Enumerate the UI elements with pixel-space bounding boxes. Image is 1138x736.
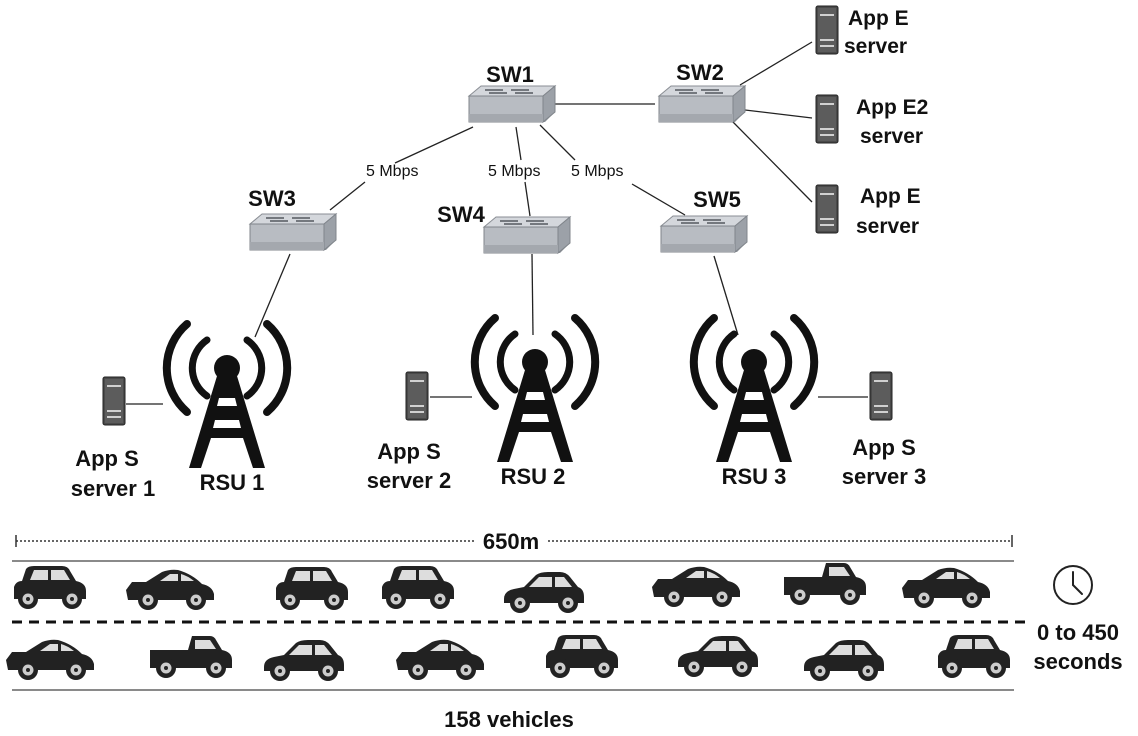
network-switch-icon xyxy=(468,85,556,123)
switch-label: SW2 xyxy=(676,60,724,85)
link-sw1-sw4-upper xyxy=(515,126,522,161)
server-label-line2: server xyxy=(856,215,919,238)
road xyxy=(12,560,1030,691)
server-label-line1: App S xyxy=(852,435,916,460)
car-icon xyxy=(652,566,740,607)
link-sw1-sw3-upper xyxy=(394,126,474,164)
vehicles-lower-lane xyxy=(6,635,1010,681)
rsu-3: RSU 3 xyxy=(694,318,814,489)
switch-sw5: SW5 xyxy=(660,187,748,253)
radio-tower-icon xyxy=(167,324,287,468)
server-icon xyxy=(405,371,429,421)
link-sw2-app-e-3 xyxy=(732,121,813,203)
server-label-line1: App E xyxy=(860,185,921,208)
car-icon xyxy=(938,635,1010,678)
time-range-line2: seconds xyxy=(1033,649,1122,674)
car-icon xyxy=(784,563,866,605)
bandwidth-label-sw1-sw5: 5 Mbps xyxy=(571,163,623,180)
car-icon xyxy=(902,567,990,608)
road-length-label: 650m xyxy=(483,529,539,554)
edge-server-app-e-1: App E server xyxy=(815,5,909,58)
switch-sw3: SW3 xyxy=(248,186,337,251)
car-icon xyxy=(678,636,758,677)
link-sw4-rsu2 xyxy=(531,253,534,336)
bandwidth-label-sw1-sw4: 5 Mbps xyxy=(488,163,540,180)
server-label-line2: server 3 xyxy=(842,464,926,489)
link-sw1-sw3-lower xyxy=(329,181,366,211)
rsu-label: RSU 2 xyxy=(501,464,566,489)
local-server-app-s-1: App S server 1 xyxy=(71,376,155,501)
rsu-label: RSU 1 xyxy=(200,470,265,495)
link-sw1-sw5-lower xyxy=(631,183,686,216)
switch-sw1: SW1 xyxy=(468,62,556,123)
car-icon xyxy=(150,636,232,678)
server-label-line2: server xyxy=(844,35,907,58)
network-switch-icon xyxy=(249,213,337,251)
server-icon xyxy=(869,371,893,421)
server-icon xyxy=(815,94,839,144)
switch-sw4: SW4 xyxy=(437,202,571,254)
bandwidth-label-sw1-sw3: 5 Mbps xyxy=(366,163,418,180)
switch-label: SW1 xyxy=(486,62,534,87)
link-sw3-rsu1 xyxy=(254,253,291,338)
server-icon xyxy=(815,184,839,234)
link-sw2-app-e2 xyxy=(744,109,813,119)
car-icon xyxy=(396,639,484,680)
server-icon xyxy=(102,376,126,426)
server-label-line2: server 1 xyxy=(71,476,155,501)
car-icon xyxy=(14,566,86,609)
link-sw1-sw4-lower xyxy=(524,181,531,217)
car-icon xyxy=(6,639,94,680)
rsu-2: RSU 2 xyxy=(475,318,595,489)
car-icon xyxy=(546,635,618,678)
server-icon xyxy=(815,5,839,55)
local-server-app-s-2: App S server 2 xyxy=(367,371,451,493)
car-icon xyxy=(504,572,584,613)
car-icon xyxy=(126,569,214,610)
car-icon xyxy=(264,640,344,681)
network-switch-icon xyxy=(660,215,748,253)
local-server-app-s-3: App S server 3 xyxy=(842,371,926,489)
switch-label: SW4 xyxy=(437,202,485,227)
edge-server-app-e-3: App E server xyxy=(815,184,921,238)
server-label-line2: server 2 xyxy=(367,468,451,493)
edge-server-app-e2: App E2 server xyxy=(815,94,928,148)
rsu-1: RSU 1 xyxy=(167,324,287,495)
time-range-line1: 0 to 450 xyxy=(1037,620,1119,645)
car-icon xyxy=(382,566,454,609)
link-sw1-sw5-upper xyxy=(539,124,576,161)
link-sw2-app-e-1 xyxy=(739,41,813,86)
network-links xyxy=(126,41,868,405)
switch-sw2: SW2 xyxy=(658,60,746,123)
server-label-line1: App S xyxy=(75,446,139,471)
server-label-line1: App S xyxy=(377,439,441,464)
radio-tower-icon xyxy=(694,318,814,462)
server-label-line2: server xyxy=(860,125,923,148)
car-icon xyxy=(804,640,884,681)
link-sw5-rsu3 xyxy=(713,255,739,336)
network-switch-icon xyxy=(658,85,746,123)
clock-icon xyxy=(1053,565,1093,605)
switch-label: SW5 xyxy=(693,187,741,212)
server-label-line1: App E2 xyxy=(856,96,928,119)
car-icon xyxy=(276,567,348,610)
server-label-line1: App E xyxy=(848,7,909,30)
network-switch-icon xyxy=(483,216,571,254)
vehicle-count-label: 158 vehicles xyxy=(444,707,574,732)
radio-tower-icon xyxy=(475,318,595,462)
vehicles-upper-lane xyxy=(14,563,990,613)
rsu-label: RSU 3 xyxy=(722,464,787,489)
road-length-ruler: 650m xyxy=(15,529,1013,554)
switch-label: SW3 xyxy=(248,186,296,211)
